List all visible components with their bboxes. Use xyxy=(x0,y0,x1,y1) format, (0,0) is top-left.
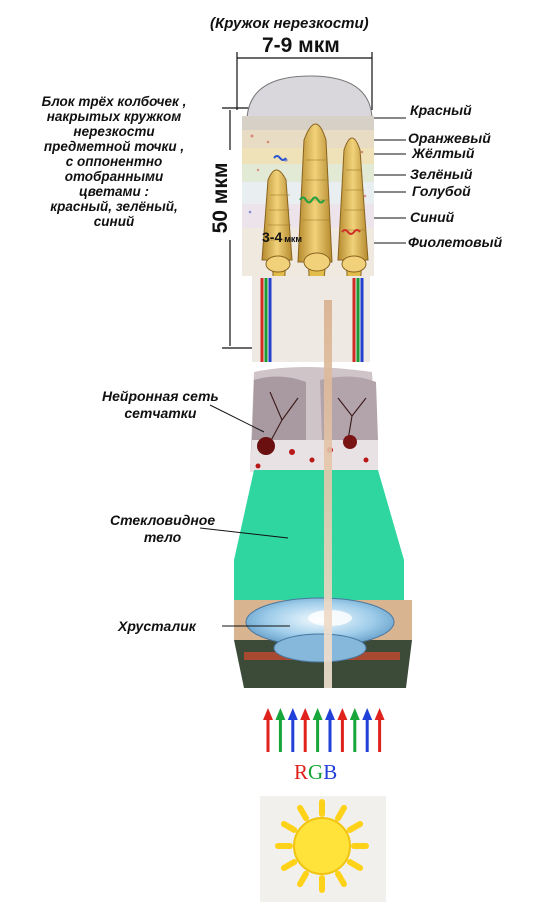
lens xyxy=(234,597,412,688)
block-caption-line: предметной точки , xyxy=(43,139,185,154)
cone-block xyxy=(242,116,374,339)
arrow-up-icon xyxy=(275,708,286,752)
neural-label-line: Нейронная сеть xyxy=(102,388,219,404)
sun-ray xyxy=(346,859,364,871)
block-caption-line: накрытых кружком xyxy=(46,109,182,124)
arrow-up-icon xyxy=(349,708,360,752)
rgb-letter: G xyxy=(308,760,324,784)
neural-label-line: сетчатки xyxy=(124,405,197,421)
sun-ray xyxy=(297,804,309,822)
color-layer-label: Красный xyxy=(410,102,472,118)
width-dimension xyxy=(236,52,373,110)
color-layer-label: Голубой xyxy=(412,183,471,199)
block-caption-line: цветами : xyxy=(78,184,150,199)
sun-ray xyxy=(280,821,298,833)
sun-icon xyxy=(275,799,369,893)
vitreous-label-line: тело xyxy=(143,529,182,545)
neural-network xyxy=(250,367,378,472)
sun-ray xyxy=(346,821,364,833)
arrows-group xyxy=(263,708,385,752)
color-layer-label: Оранжевый xyxy=(408,130,491,146)
sun-ray xyxy=(335,870,347,888)
sun-ray xyxy=(297,870,309,888)
rgb-letter: B xyxy=(323,760,338,784)
lens-label: Хрусталик xyxy=(118,618,196,634)
cone-width-value: 3-4 xyxy=(262,229,283,245)
sun-ray xyxy=(280,859,298,871)
leader-lines xyxy=(199,117,406,627)
color-layer-label: Жёлтый xyxy=(412,145,475,161)
block-caption-line: Блок трёх колбочек , xyxy=(41,94,187,109)
block-caption-line: красный, зелёный, xyxy=(50,199,178,214)
color-layer-label: Фиолетовый xyxy=(408,234,503,250)
neural-label: Нейронная сеть сетчатки xyxy=(102,388,219,422)
arrow-up-icon xyxy=(263,708,273,752)
arrow-up-icon xyxy=(300,708,311,752)
color-layer-label: Синий xyxy=(410,209,455,225)
rgb-letter: R xyxy=(294,760,309,784)
arrow-up-icon xyxy=(362,708,373,752)
arrow-up-icon xyxy=(325,708,335,752)
block-caption-line: с оппонентно xyxy=(65,154,163,169)
vitreous-body xyxy=(234,470,404,610)
sun-ray xyxy=(335,804,347,822)
arrow-up-icon xyxy=(287,708,298,752)
arrow-up-icon xyxy=(312,708,323,752)
arrow-up-icon xyxy=(337,708,348,752)
block-caption-line: отобранными xyxy=(64,169,164,184)
circle-caption: (Кружок нерезкости) xyxy=(210,15,369,32)
vitreous-label: Стекловидное тело xyxy=(110,512,215,546)
block-caption-line: синий xyxy=(93,214,135,229)
vitreous-label-line: Стекловидное xyxy=(110,512,216,528)
block-caption-line: нерезкости xyxy=(73,124,155,139)
rgb-label: RGB xyxy=(294,760,337,785)
wire-column xyxy=(252,276,370,362)
color-layer-label: Зелёный xyxy=(410,166,473,182)
light-beam xyxy=(324,300,332,688)
confusion-circle-cap xyxy=(246,75,373,119)
cone-width-unit: мкм xyxy=(284,234,303,244)
arrow-up-icon xyxy=(374,708,385,752)
width-label: 7-9 мкм xyxy=(262,34,340,57)
